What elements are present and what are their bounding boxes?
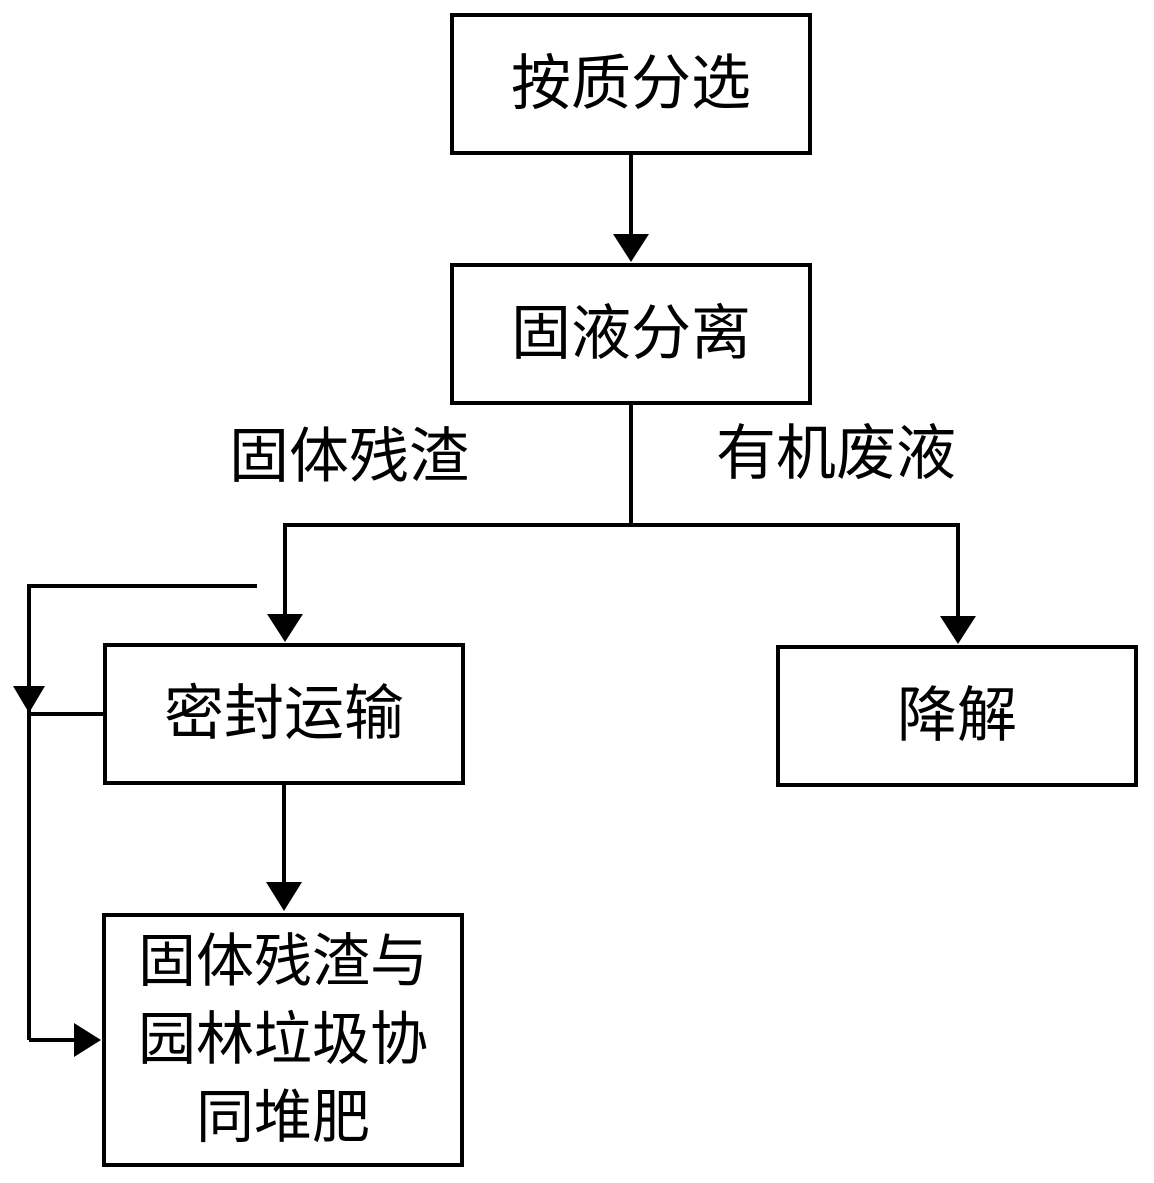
arrowhead-down-icon: [266, 882, 302, 911]
node-label: 按质分选: [511, 51, 751, 117]
arrowhead-down-icon: [940, 616, 976, 644]
node-label: 固液分离: [511, 301, 751, 367]
node-label-line-3: 同堆肥: [195, 1085, 370, 1150]
arrow-feedback-to-compost: [29, 1023, 101, 1057]
edge-label-organic-waste-liquid: 有机废液: [716, 421, 956, 487]
arrowhead-down-icon: [267, 614, 303, 642]
node-label-line-2: 园林垃圾协: [137, 1007, 428, 1072]
node-label: 降解: [897, 683, 1017, 749]
arrow-branch-to-transport: [267, 523, 303, 642]
arrowhead-down-icon: [13, 686, 45, 713]
node-sealed-transport: 密封运输: [103, 643, 465, 785]
arrow-branch-to-degradation: [940, 523, 976, 644]
arrow-transport-to-compost: [266, 785, 302, 911]
edge-label-solid-residue: 固体残渣: [229, 424, 469, 490]
node-degradation: 降解: [776, 645, 1138, 787]
arrowhead-right-icon: [74, 1023, 101, 1057]
arrowhead-down-icon: [613, 234, 649, 262]
node-label: 密封运输: [164, 681, 404, 747]
node-label-line-1: 固体残渣与: [137, 929, 428, 994]
node-sort-by-quality: 按质分选: [450, 13, 812, 155]
arrow-sort-to-separation: [613, 155, 649, 262]
node-co-composting: 固体残渣与 园林垃圾协 同堆肥: [102, 913, 464, 1167]
node-solid-liquid-separation: 固液分离: [450, 263, 812, 405]
